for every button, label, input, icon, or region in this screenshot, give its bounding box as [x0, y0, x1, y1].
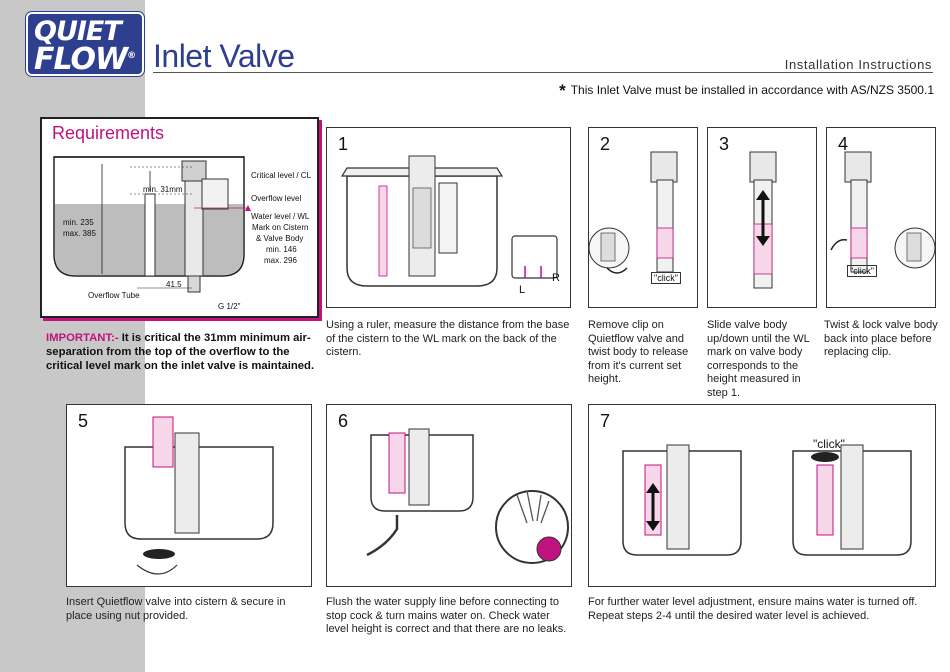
requirements-diagram — [53, 156, 251, 293]
step-6-illustration — [366, 428, 569, 564]
step-3-illustration — [749, 151, 777, 289]
asterisk: * — [559, 81, 566, 100]
step-7-panel: 7 "click" — [588, 404, 936, 587]
step-5-caption: Insert Quietflow valve into cistern & se… — [66, 596, 286, 622]
overflow-tube-shape — [144, 193, 156, 277]
step-2-caption: Remove clip on Quietflow valve and twist… — [588, 319, 689, 385]
label-min-31mm: min. 31mm — [143, 185, 183, 194]
step-1-illustration — [340, 155, 558, 287]
step-5-illustration — [124, 416, 274, 575]
valve-body-shape — [184, 178, 204, 277]
label-overflow-tube: Overflow Tube — [88, 291, 140, 300]
compliance-note: * This Inlet Valve must be installed in a… — [559, 79, 934, 100]
label-min-146: min. 146 — [266, 245, 297, 254]
label-41-5: 41.5 — [166, 280, 182, 289]
step-4-click: "click" — [847, 265, 877, 277]
label-min-235: min. 235 — [63, 218, 94, 227]
step-2-illustration — [589, 151, 678, 274]
step-7-number: 7 — [600, 411, 611, 431]
requirements-panel: Requirements Critical level / CL min. 31… — [40, 117, 319, 318]
mark-l: L — [519, 284, 526, 296]
label-critical-level: Critical level / CL — [251, 171, 312, 180]
step-4-panel: 4 "click" — [826, 127, 936, 308]
step-3-number: 3 — [719, 134, 730, 154]
step-3-caption: Slide valve body up/down until the WL ma… — [707, 319, 810, 399]
step-1-caption: Using a ruler, measure the distance from… — [326, 319, 570, 358]
label-max-296: max. 296 — [264, 256, 297, 265]
step-5-number: 5 — [78, 411, 89, 431]
label-valve-body: & Valve Body — [256, 234, 304, 243]
step-3-panel: 3 — [707, 127, 817, 308]
logo-line-2: FLOW® — [34, 42, 136, 76]
label-g-half: G 1/2" — [218, 302, 241, 311]
step-6-panel: 6 — [326, 404, 572, 587]
valve-head-shape — [181, 160, 207, 182]
step-4-number: 4 — [838, 134, 849, 154]
step-2-number: 2 — [600, 134, 611, 154]
label-water-level: Water level / WL — [251, 212, 310, 221]
mark-r: R — [552, 272, 560, 284]
important-text: It is critical the 31mm minimum air-sepa… — [46, 332, 315, 372]
label-max-385: max. 385 — [63, 229, 96, 238]
page-title: Inlet Valve — [153, 38, 295, 74]
label-mark-on-cistern: Mark on Cistern — [252, 223, 309, 232]
important-note: IMPORTANT:- It is critical the 31mm mini… — [46, 331, 321, 373]
step-5-panel: 5 — [66, 404, 312, 587]
logo-line-2-text: FLOW — [34, 42, 128, 76]
quietflow-logo: QUIET FLOW® — [26, 12, 144, 76]
registered-mark: ® — [127, 51, 136, 61]
step-1-panel: 1 L R — [326, 127, 571, 308]
step-4-illustration — [830, 151, 936, 273]
label-overflow-level: Overflow level — [251, 194, 302, 203]
step-7-illustration — [622, 444, 912, 556]
step-2-click: "click" — [651, 272, 681, 284]
title-divider — [153, 72, 933, 73]
important-label: IMPORTANT:- — [46, 332, 119, 344]
step-6-number: 6 — [338, 411, 349, 431]
step-6-caption: Flush the water supply line before conne… — [326, 596, 567, 635]
step-4-caption: Twist & lock valve body back into place … — [824, 319, 938, 358]
logo-line-1: QUIET — [34, 16, 122, 47]
page-subtitle: Installation Instructions — [784, 57, 932, 72]
step-1-number: 1 — [338, 134, 349, 154]
compliance-note-text: This Inlet Valve must be installed in ac… — [570, 83, 934, 97]
float-cup-shape — [201, 178, 229, 210]
step-7-caption: For further water level adjustment, ensu… — [588, 596, 918, 622]
requirements-title: Requirements — [52, 123, 165, 143]
step-7-click: "click" — [813, 437, 845, 451]
step-2-panel: 2 "click" — [588, 127, 698, 308]
water-level-arrow — [245, 205, 251, 211]
valve-tail-shape — [187, 275, 201, 293]
